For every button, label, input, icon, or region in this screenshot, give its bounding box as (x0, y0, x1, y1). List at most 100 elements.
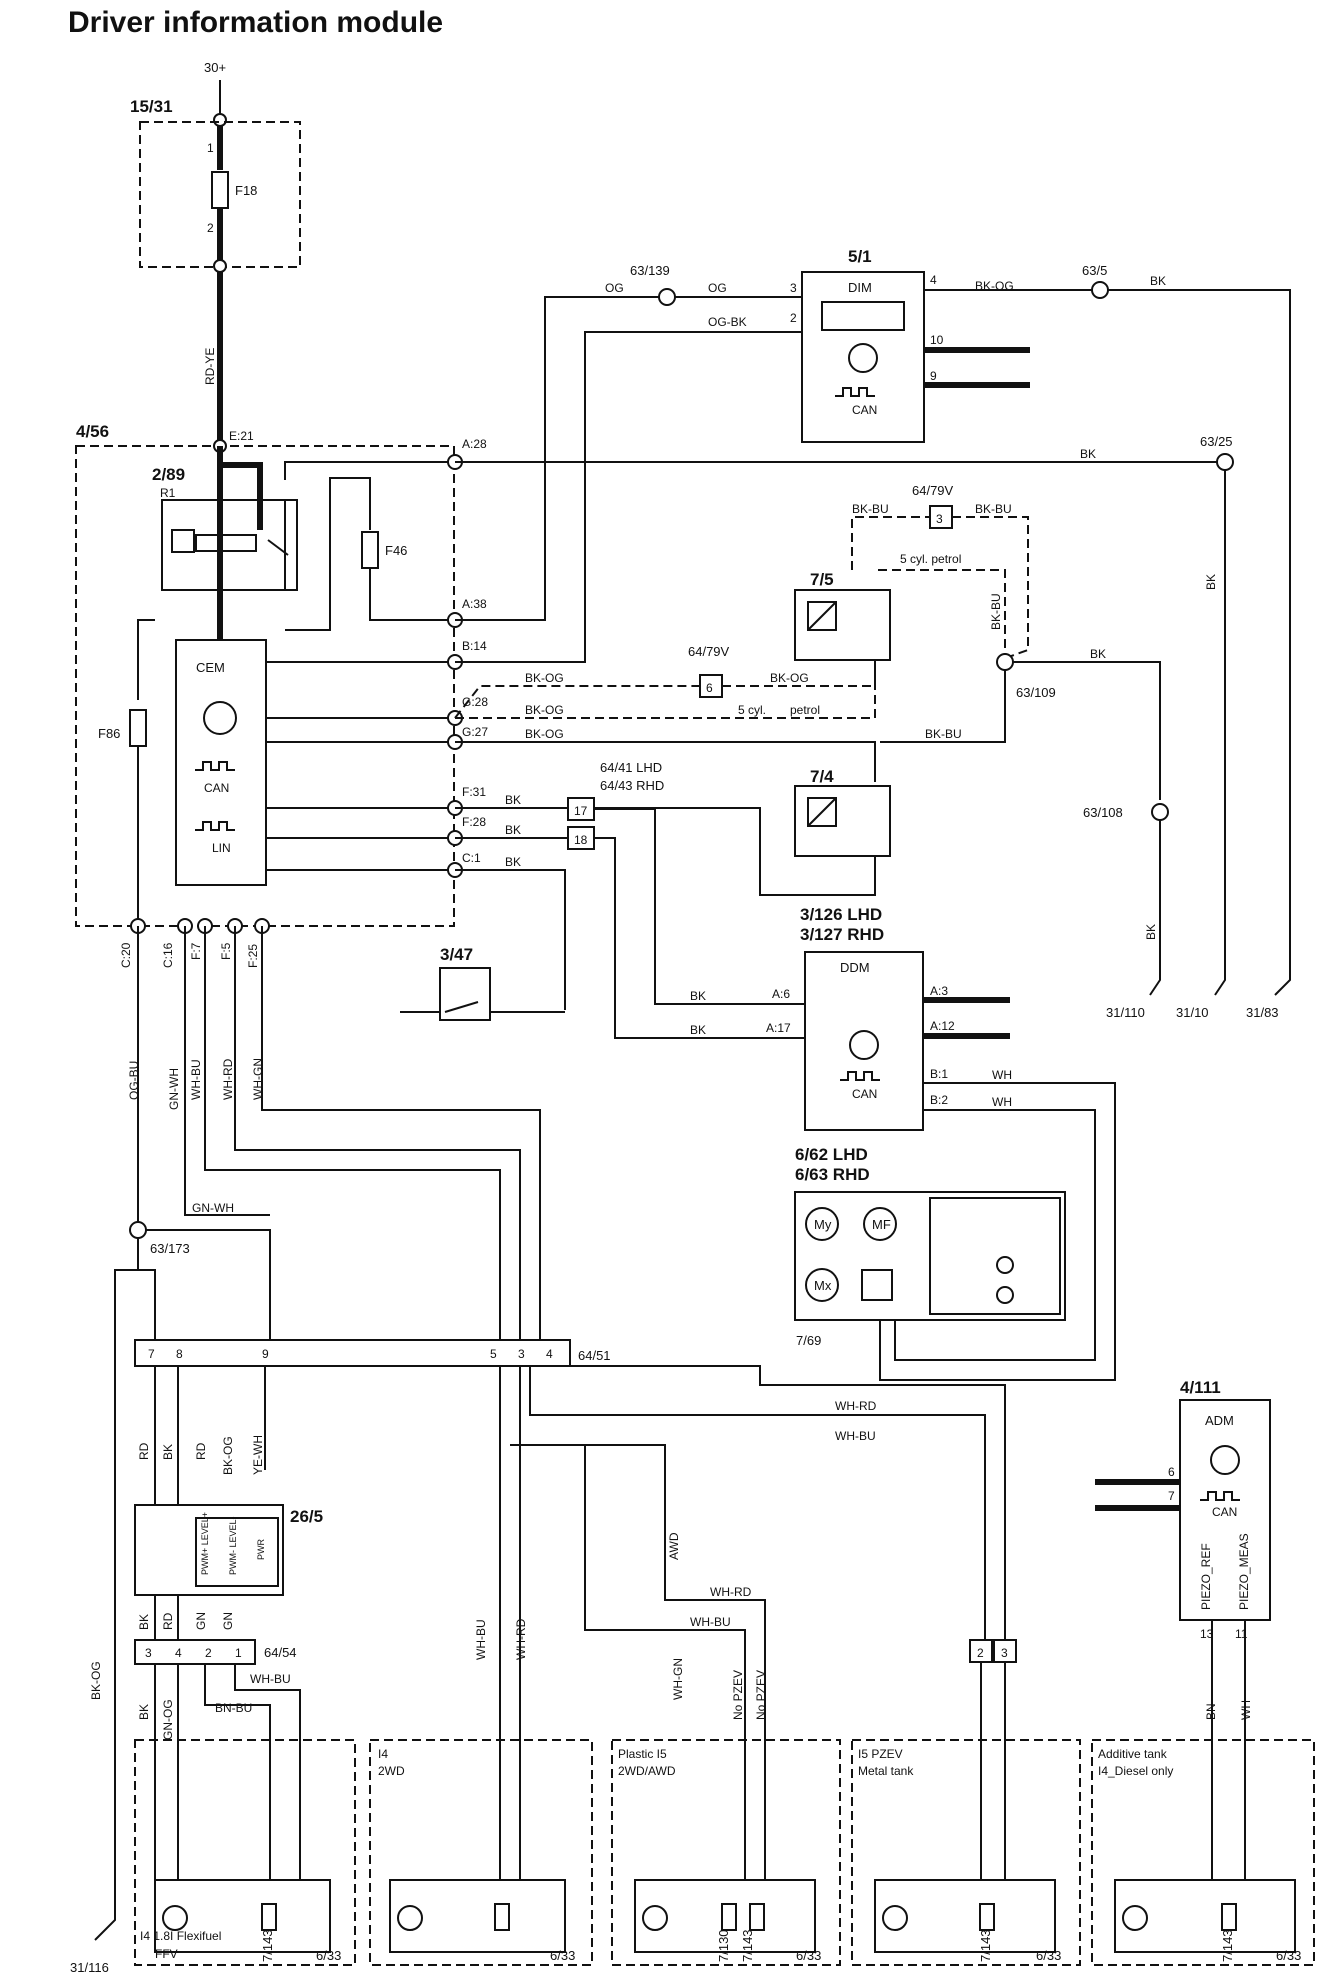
mirror-motor-x (805, 1268, 839, 1302)
wire-bk-right: BK (1204, 574, 1218, 590)
tank-3-sensor2: 7/143 (740, 1929, 755, 1962)
adm-box (1179, 1399, 1271, 1621)
splice-63-173-label: 63/173 (150, 1241, 190, 1256)
connector-64-41-label: 64/41 LHD (600, 760, 662, 775)
connector-64-43-label: 64/43 RHD (600, 778, 664, 793)
wire-rd-ye: RD-YE (203, 348, 217, 385)
ddm-ref-lhd: 3/126 LHD (800, 905, 882, 924)
mirror-motor-x-label: Mx (814, 1278, 832, 1293)
c6451-pin9: 9 (262, 1347, 269, 1361)
wire-wh-rd-label: WH-RD (221, 1058, 235, 1100)
wire-bk-108: BK (1144, 924, 1158, 940)
splice-63-25-label: 63/25 (1200, 434, 1233, 449)
petrol-label: petrol (790, 703, 820, 717)
cem-pin-g28: G:28 (462, 695, 488, 709)
wire-og: OG (605, 281, 624, 295)
cem-pin-e21: E:21 (229, 429, 254, 443)
fuse-box-ref: 15/31 (130, 97, 173, 116)
wire-gn-2: GN (221, 1612, 235, 1630)
connector-pin3-label: 3 (1001, 1646, 1008, 1660)
fuel-module-pin-pwm-minus: PWM- LEVEL- (228, 1516, 238, 1575)
cyl-label: 5 cyl. (738, 703, 766, 717)
adm-label: ADM (1205, 1413, 1234, 1428)
mirror-lamp-2 (996, 1286, 1014, 1304)
tank-4-pump: 6/33 (1036, 1948, 1061, 1963)
wire-bk-og-dim: BK-OG (975, 279, 1014, 293)
wire-rd-3: RD (161, 1612, 175, 1630)
tank-4-sensor: 7/143 (978, 1929, 993, 1962)
connector-64-79v-label-2: 64/79V (688, 644, 730, 659)
tank-2-title1: I4 (378, 1747, 388, 1761)
ddm-pin-a6: A:6 (772, 987, 790, 1001)
tank-box-2: I4 2WD 6/33 (369, 1739, 593, 1966)
dim-ref: 5/1 (848, 247, 872, 266)
tank-5-pump: 6/33 (1276, 1948, 1301, 1963)
cem-pin-c20: C:20 (119, 942, 133, 968)
adm-pin-6: 6 (1168, 1465, 1175, 1479)
wire-bk-bu-2: BK-BU (975, 502, 1012, 516)
c6454-pin3: 3 (145, 1646, 152, 1660)
mirror-ref-lhd: 6/62 LHD (795, 1145, 868, 1164)
cem-pin-f5: F:5 (219, 942, 233, 960)
connector-64-51-label: 64/51 (578, 1348, 611, 1363)
cem-pin-f31: F:31 (462, 785, 486, 799)
tank-1-bottom: I4 1.8I Flexifuel (140, 1929, 221, 1943)
fuse-f86-label: F86 (98, 726, 120, 741)
wire-bk-og-1: BK-OG (525, 671, 564, 685)
supply-terminal-label: 30+ (204, 60, 226, 75)
cem-module-ref: 4/56 (76, 422, 109, 441)
wire-bk-bu-3: BK-BU (989, 593, 1003, 630)
adm-piezo-meas: PIEZO_MEAS (1237, 1533, 1251, 1610)
tank-5-title1: Additive tank (1098, 1747, 1168, 1761)
ddm-can-label: CAN (852, 1087, 877, 1101)
wire-wh-bu-pz: WH-BU (690, 1615, 731, 1629)
wire-bk-109: BK (1090, 647, 1106, 661)
wire-wh-bu-64: WH-BU (835, 1429, 876, 1443)
connector-pin6-label: 6 (706, 681, 713, 695)
adm-pin-13: 13 (1200, 1627, 1214, 1641)
cem-lin-label: LIN (212, 841, 231, 855)
fuel-module-pin-pwm-plus: PWM+ LEVEL+ (200, 1512, 210, 1575)
wire-bk-og-4: BK-OG (525, 727, 564, 741)
tank-2-title2: 2WD (378, 1764, 405, 1778)
ddm-ref-rhd: 3/127 RHD (800, 925, 884, 944)
adm-piezo-ref: PIEZO_REF (1199, 1543, 1213, 1610)
wire-wh-gn-label: WH-GN (671, 1658, 685, 1700)
splice-63-108-label: 63/108 (1083, 805, 1123, 820)
wire-wh-adm: WH (1239, 1700, 1253, 1720)
switch-7-5-ref: 7/5 (810, 570, 834, 589)
wire-bn-adm: BN (1204, 1703, 1218, 1720)
wire-rd-2: RD (194, 1442, 208, 1460)
c6451-pin8: 8 (176, 1347, 183, 1361)
fuel-module-pin-pwr: PWR (256, 1539, 266, 1560)
wire-bk-f31: BK (505, 793, 521, 807)
page-title: Driver information module (68, 6, 443, 39)
splice-63-109 (996, 653, 1014, 671)
dim-pin-4: 4 (930, 273, 937, 287)
dim-pin-2: 2 (790, 311, 797, 325)
ddm-pin-a12: A:12 (930, 1019, 955, 1033)
wire-og-bk: OG-BK (708, 315, 747, 329)
connector-pin18-label: 18 (574, 833, 588, 847)
ddm-pin-b2: B:2 (930, 1093, 948, 1107)
mirror-motor-y (805, 1207, 839, 1241)
cem-pin-a38: A:38 (462, 597, 487, 611)
ground-31-110: 31/110 (1106, 1005, 1145, 1020)
wire-wh-bu-label: WH-BU (189, 1059, 203, 1100)
c6454-pin1: 1 (235, 1646, 242, 1660)
wire-bn-bu: BN-BU (215, 1701, 252, 1715)
wire-wh-bu-54: WH-BU (250, 1672, 291, 1686)
mirror-motor-f (863, 1207, 897, 1241)
cem-pin-c1: C:1 (462, 851, 481, 865)
wire-bk-3: BK (137, 1704, 151, 1720)
switch-3-47-ref: 3/47 (440, 945, 473, 964)
tank-3-pump: 6/33 (796, 1948, 821, 1963)
wire-ye-wh: YE-WH (251, 1435, 265, 1475)
wire-gn-wh-splice: GN-WH (192, 1201, 234, 1215)
wire-wh-rd-i4: WH-RD (514, 1618, 528, 1660)
cem-pin-g27: G:27 (462, 725, 488, 739)
mirror-motor-f-label: MF (872, 1217, 891, 1232)
wire-wh-rd-64: WH-RD (835, 1399, 877, 1413)
cem-pin-f28: F:28 (462, 815, 486, 829)
